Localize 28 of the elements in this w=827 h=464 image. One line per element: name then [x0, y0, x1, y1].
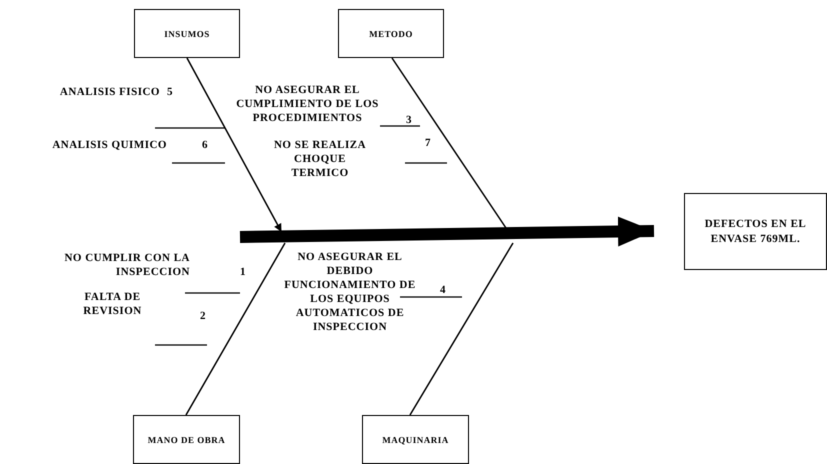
cause-number: 5	[166, 85, 174, 99]
cause-text: FALTA DE REVISION	[82, 290, 143, 318]
effect-text: DEFECTOS EN EL ENVASE 769ML.	[704, 216, 808, 246]
arrow	[186, 58, 282, 232]
bone-line	[185, 242, 286, 416]
cause-text: NO ASEGURAR EL DEBIDO FUNCIONAMIENTO DE LOS EQUIPOS AUTOMATICOS DE INSPECCION	[283, 250, 417, 334]
cause-number: 1	[239, 265, 247, 279]
bone-line	[409, 242, 514, 416]
cause-number: 7	[424, 136, 432, 150]
cause-number: 4	[439, 283, 447, 297]
category-label: METODO	[369, 28, 413, 38]
category-label: MAQUINARIA	[382, 434, 449, 444]
spine-arrow	[240, 216, 654, 247]
cause-text: ANALISIS QUIMICO	[51, 138, 167, 152]
cause-text: NO CUMPLIR CON LA INSPECCION	[63, 251, 190, 279]
category-box	[133, 415, 240, 464]
effect-box	[684, 193, 827, 270]
cause-number: 3	[405, 113, 413, 127]
cause-number: 2	[199, 309, 207, 323]
category-box	[338, 9, 444, 58]
category-label: INSUMOS	[164, 28, 210, 38]
cause-number: 6	[201, 138, 209, 152]
category-box	[134, 9, 240, 58]
cause-text: NO ASEGURAR EL CUMPLIMIENTO DE LOS PROCEDIMIENTOS	[235, 83, 380, 125]
cause-text: ANALISIS FISICO	[58, 85, 160, 99]
cause-text: NO SE REALIZA CHOQUE TERMICO	[272, 138, 368, 180]
category-box	[362, 415, 469, 464]
category-label: MANO DE OBRA	[148, 434, 226, 444]
